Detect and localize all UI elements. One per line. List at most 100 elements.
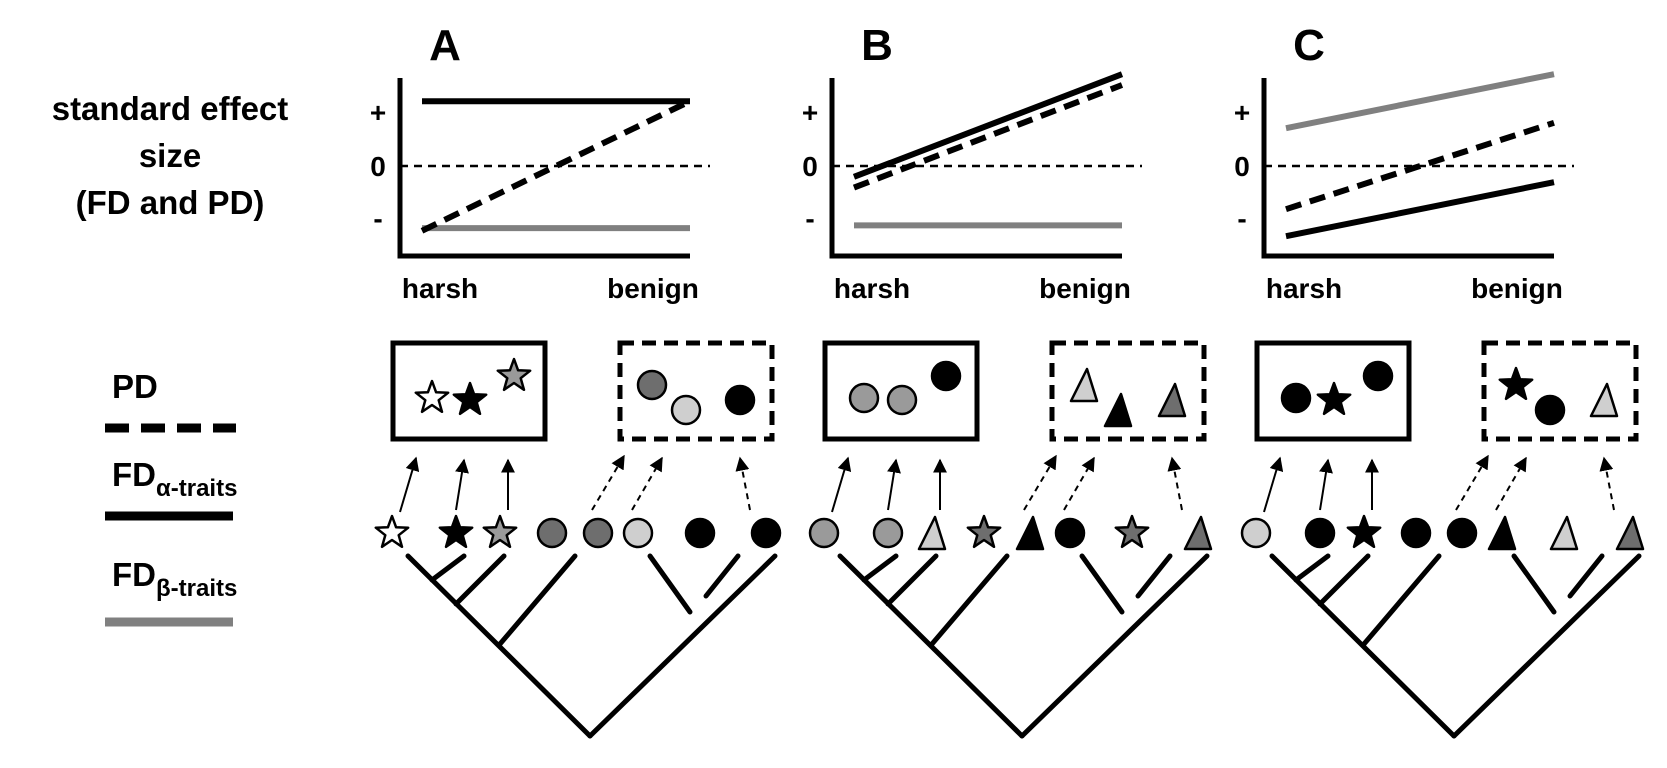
tree-branch [1567,553,1605,599]
tree-branch [861,553,899,583]
circle-black-icon [1534,394,1566,426]
triangle-lightgray-icon [917,515,947,551]
solid-arrow [455,458,469,511]
tree-branch [1079,553,1125,615]
triangle-lightgray-icon [1589,382,1619,418]
circle-black-icon [750,517,782,549]
tree-branch [1361,553,1442,647]
fd-beta-series-line [1285,71,1555,132]
star-gray-icon [482,514,518,549]
triangle-lightgray-icon [1549,515,1579,551]
dashed-arrow [1063,456,1095,511]
triangle-black-icon [1015,515,1045,551]
y-axis-title-line-3: (FD and PD) [76,184,265,221]
circle-black-icon [1446,517,1478,549]
star-white-icon [374,514,410,549]
legend-fd-beta-sub: β-traits [156,575,237,602]
tree-branch [885,553,939,607]
solid-arrow [887,458,901,511]
y-tick-zero: 0 [1234,151,1250,182]
axes [829,78,1122,259]
y-tick-minus: - [805,203,814,234]
dashed-arrow [1599,456,1615,511]
y-tick-zero: 0 [370,151,386,182]
legend-fd-beta-label: FDβ-traits [112,556,237,602]
tree-branch [1293,553,1331,583]
tree-branch [429,553,467,583]
circle-black-icon [1400,517,1432,549]
triangle-black-icon [1487,515,1517,551]
legend-pd-label: PD [112,368,158,405]
dashed-arrow [735,456,751,511]
tree-branch [1511,553,1557,615]
panel-label: A [429,21,461,70]
tree-branch [1135,553,1173,599]
circle-darkgray-icon [582,517,614,549]
legend-fd-alpha-main: FD [112,456,156,493]
y-tick-minus: - [1237,203,1246,234]
tree-branch [1451,553,1642,739]
assembly-arrows [399,454,751,513]
star-darkgray-icon [1114,514,1150,549]
star-black-icon [1498,366,1534,401]
functional-community-box [1254,340,1412,442]
y-axis-title-line-1: standard effect [52,90,289,127]
phylogenetic-tree [405,553,778,739]
star-gray-icon [496,357,532,392]
circle-black-icon [1304,517,1336,549]
triangle-darkgray-icon [1615,515,1645,551]
solid-arrow [399,456,420,513]
circle-black-icon [1280,382,1312,414]
y-tick-zero: 0 [802,151,818,182]
panel-label: B [861,21,893,70]
x-tick-benign: benign [1039,273,1131,304]
star-white-icon [414,379,450,414]
tree-branch [703,553,741,599]
assembly-arrows [831,454,1183,513]
triangle-lightgray-icon [1069,367,1099,403]
dashed-arrow [631,456,663,511]
fd-alpha-series-line [852,71,1124,180]
x-tick-harsh: harsh [1266,273,1342,304]
circle-black-icon [1054,517,1086,549]
solid-arrow [1319,458,1333,511]
axes [397,78,690,259]
fd-alpha-series-line [1285,179,1555,240]
assembly-arrows [1263,454,1615,513]
dashed-arrow [1495,456,1527,511]
y-axis-title-line-2: size [139,137,201,174]
legend-fd-alpha-sub: α-traits [156,475,237,502]
dashed-arrow [591,454,625,511]
circle-black-icon [684,517,716,549]
circle-lightgray-icon [622,517,654,549]
circle-darkgray-icon [636,369,668,401]
functional-community-box [390,340,548,442]
legend-fd-beta-main: FD [112,556,156,593]
dashed-arrow [1167,456,1183,511]
circle-gray-icon [872,517,904,549]
pd-series-line [1285,119,1555,213]
tree-branch [587,553,778,739]
tree-branch [1019,553,1210,739]
tree-branch [647,553,693,615]
star-black-icon [438,514,474,549]
y-tick-minus: - [373,203,382,234]
x-tick-harsh: harsh [402,273,478,304]
tree-branch [453,553,507,607]
circle-lightgray-icon [670,394,702,426]
y-tick-plus: + [1234,97,1250,128]
axes [1261,78,1554,259]
solid-arrow [1263,456,1284,513]
circle-black-icon [930,360,962,392]
circle-gray-icon [848,382,880,414]
star-black-icon [452,381,488,416]
circle-lightgray-icon [1240,517,1272,549]
triangle-black-icon [1103,392,1133,428]
x-tick-benign: benign [607,273,699,304]
